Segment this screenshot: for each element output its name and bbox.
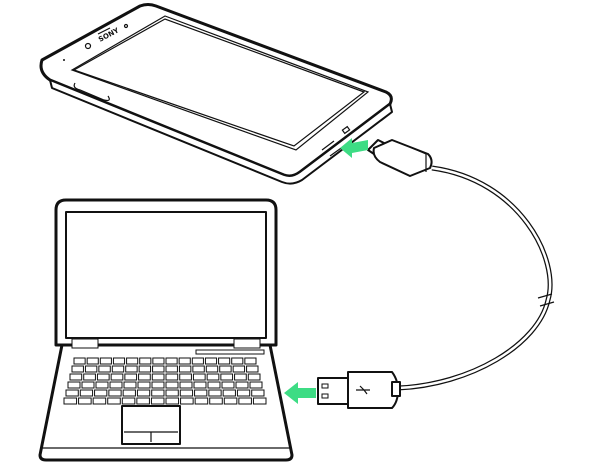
keyboard-key: [109, 381, 123, 389]
keyboard-key: [138, 373, 151, 381]
keyboard-key: [125, 365, 138, 373]
keyboard-key: [151, 373, 165, 381]
keyboard-key: [165, 397, 180, 405]
keyboard-key: [208, 389, 222, 397]
keyboard-key: [150, 397, 165, 405]
keyboard-key: [179, 389, 194, 397]
keyboard-key: [206, 373, 220, 381]
keyboard-key: [107, 397, 121, 405]
keyboard-key: [83, 373, 96, 381]
keyboard-key: [165, 381, 179, 389]
keyboard-key: [138, 365, 152, 373]
keyboard-key: [137, 381, 151, 389]
keyboard-key: [192, 373, 206, 381]
keyboard-key: [179, 381, 193, 389]
keyboard: [63, 357, 267, 405]
keyboard-key: [151, 389, 165, 397]
keyboard-key: [222, 389, 236, 397]
keyboard-key: [209, 397, 223, 405]
keyboard-key: [110, 373, 124, 381]
keyboard-key: [99, 357, 112, 365]
keyboard-key: [179, 373, 192, 381]
keyboard-key: [180, 397, 194, 405]
keyboard-key: [86, 357, 99, 365]
keyboard-key: [123, 381, 137, 389]
keyboard-key: [67, 381, 81, 389]
keyboard-key: [122, 389, 136, 397]
keyboard-key: [71, 365, 84, 373]
arrow-to-phone: [340, 138, 368, 158]
keyboard-key: [126, 357, 139, 365]
keyboard-key: [98, 365, 111, 373]
keyboard-key: [165, 357, 178, 365]
keyboard-key: [192, 365, 205, 373]
keyboard-key: [124, 373, 138, 381]
arrow-to-laptop: [284, 382, 316, 404]
keyboard-key: [191, 357, 204, 365]
keyboard-key: [219, 365, 232, 373]
keyboard-key: [231, 357, 244, 365]
keyboard-key: [246, 365, 259, 373]
keyboard-key: [121, 397, 136, 405]
keyboard-key: [249, 381, 263, 389]
keyboard-key: [178, 365, 192, 373]
keyboard-key: [92, 397, 107, 405]
keyboard-key: [81, 381, 95, 389]
keyboard-key: [251, 389, 265, 397]
keyboard-key: [79, 389, 94, 397]
keyboard-key: [235, 381, 249, 389]
keyboard-key: [94, 389, 108, 397]
keyboard-key: [194, 389, 208, 397]
usb-a-plug: [317, 371, 401, 409]
keyboard-key: [244, 357, 257, 365]
micro-usb-plug: [367, 139, 433, 177]
keyboard-key: [95, 381, 109, 389]
keyboard-key: [151, 381, 165, 389]
keyboard-key: [252, 397, 267, 405]
keyboard-key: [111, 365, 125, 373]
keyboard-key: [136, 389, 151, 397]
keyboard-key: [165, 365, 178, 373]
keyboard-key: [152, 357, 165, 365]
keyboard-key: [84, 365, 98, 373]
keyboard-key: [178, 357, 191, 365]
keyboard-key: [193, 381, 207, 389]
keyboard-key: [112, 357, 126, 365]
keyboard-key: [232, 365, 246, 373]
keyboard-key: [204, 357, 218, 365]
keyboard-key: [194, 397, 209, 405]
keyboard-key: [205, 365, 219, 373]
laptop: [38, 198, 294, 462]
keyboard-key: [220, 373, 234, 381]
usb-cable: [397, 165, 553, 391]
keyboard-key: [218, 357, 231, 365]
keyboard-key: [73, 357, 86, 365]
keyboard-key: [236, 389, 251, 397]
keyboard-key: [165, 389, 179, 397]
keyboard-key: [221, 381, 235, 389]
keyboard-key: [152, 365, 165, 373]
keyboard-key: [247, 373, 261, 381]
keyboard-key: [165, 373, 179, 381]
keyboard-key: [108, 389, 122, 397]
keyboard-key: [65, 389, 79, 397]
keyboard-key: [69, 373, 83, 381]
keyboard-key: [223, 397, 238, 405]
keyboard-key: [96, 373, 110, 381]
keyboard-key: [207, 381, 221, 389]
keyboard-key: [78, 397, 92, 405]
keyboard-key: [63, 397, 78, 405]
keyboard-key: [139, 357, 152, 365]
keyboard-key: [234, 373, 247, 381]
keyboard-key: [136, 397, 150, 405]
smartphone: SONY: [39, 3, 393, 185]
keyboard-key: [238, 397, 252, 405]
